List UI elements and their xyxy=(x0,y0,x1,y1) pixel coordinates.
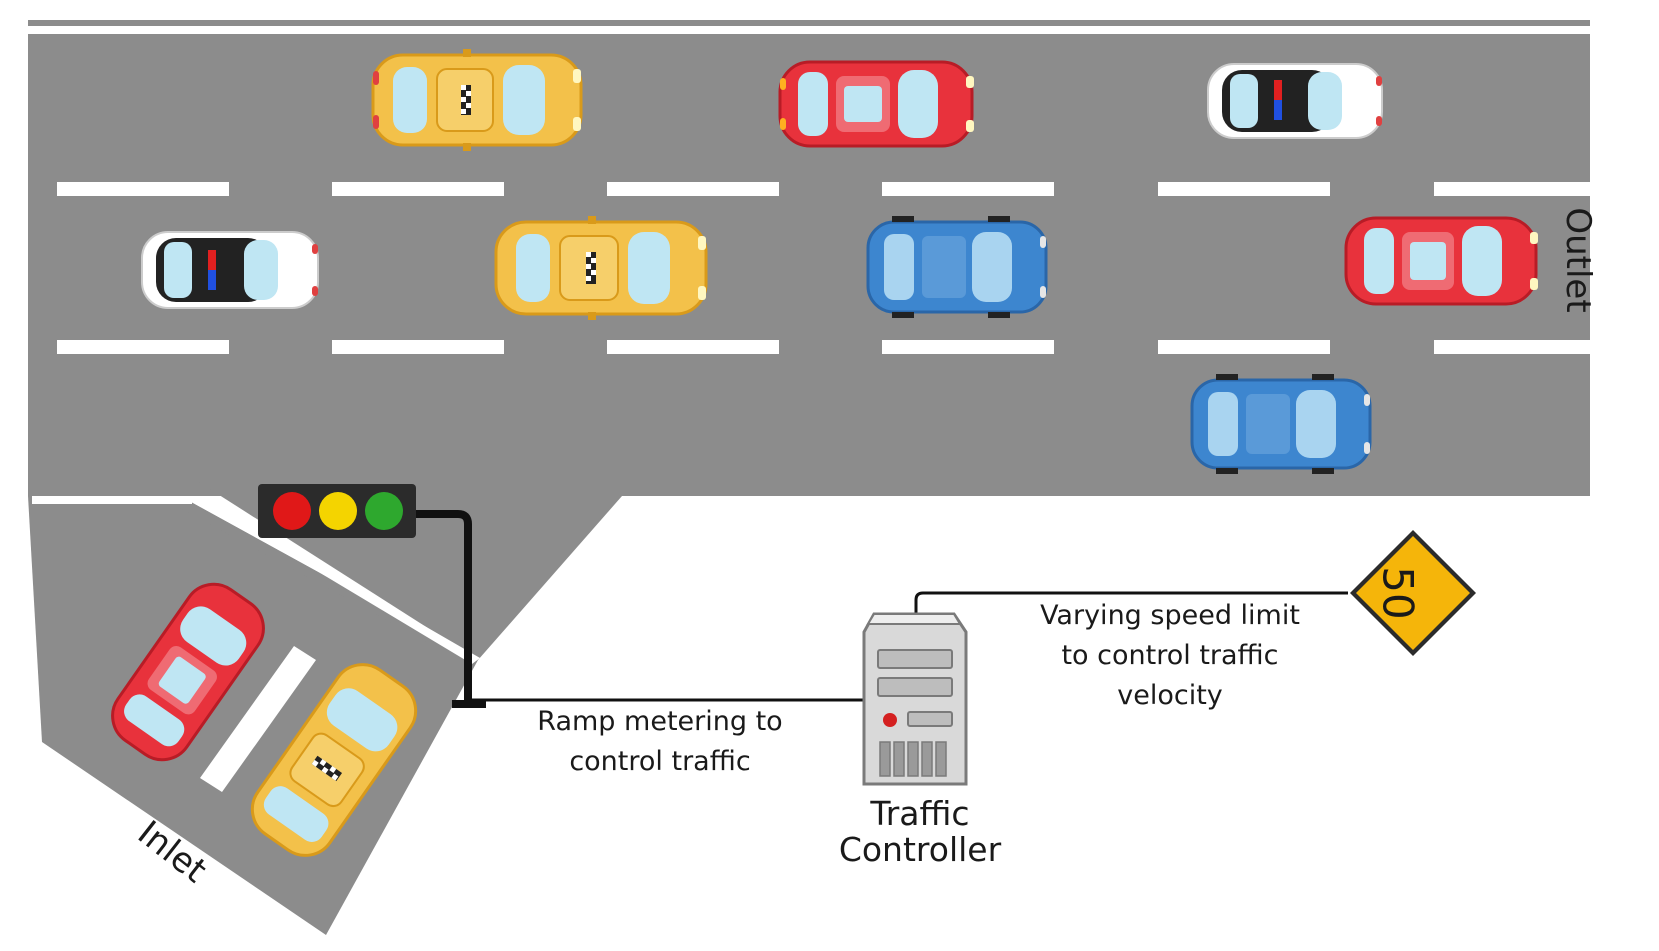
traffic-light xyxy=(258,484,486,708)
traffic-controller-line-1: Traffic xyxy=(870,794,970,833)
red-lamp xyxy=(273,492,311,530)
speed-limit-line-2: to control traffic xyxy=(1061,640,1279,671)
red-car xyxy=(778,60,974,148)
taxi-car xyxy=(371,49,583,151)
green-lamp xyxy=(365,492,403,530)
road-edge-top xyxy=(28,14,1590,20)
speed-limit-connector xyxy=(914,591,1348,614)
blue-car xyxy=(1190,374,1372,474)
speed-limit-sign: 50 xyxy=(1350,530,1476,656)
speed-limit-label: Varying speed limit to control traffic v… xyxy=(1015,596,1325,716)
blue-car xyxy=(866,216,1048,318)
traffic-light-pole xyxy=(412,510,472,704)
ramp-metering-label: Ramp metering to control traffic xyxy=(515,702,805,782)
red-car xyxy=(111,582,265,762)
ramp-metering-line-1: Ramp metering to xyxy=(537,706,783,737)
taxi-car xyxy=(494,216,708,320)
police-car xyxy=(1207,63,1383,139)
red-car xyxy=(1344,216,1538,306)
taxi-car xyxy=(250,663,418,857)
traffic-controller-line-2: Controller xyxy=(838,830,1002,869)
traffic-controller-label: Traffic Controller xyxy=(800,796,1040,868)
ramp-metering-line-2: control traffic xyxy=(569,746,751,777)
road-edge-bottom-right-outer xyxy=(622,512,1590,522)
traffic-light-base xyxy=(452,700,486,708)
speed-limit-line-3: velocity xyxy=(1117,680,1223,711)
road-edge-bottom-right xyxy=(622,496,1590,504)
lane-markings-row-2 xyxy=(57,340,1590,354)
server-icon xyxy=(862,612,968,786)
speed-limit-line-1: Varying speed limit xyxy=(1040,600,1300,631)
yellow-lamp xyxy=(319,492,357,530)
outlet-label: Outlet xyxy=(1558,207,1598,313)
police-car xyxy=(141,231,319,309)
road-edge-bottom-left xyxy=(32,496,192,504)
ramp-lane-divider xyxy=(200,646,316,792)
speed-limit-value: 50 xyxy=(1374,566,1423,619)
lane-markings-row-1 xyxy=(57,182,1590,196)
road-edge-top-inner xyxy=(28,26,1590,34)
